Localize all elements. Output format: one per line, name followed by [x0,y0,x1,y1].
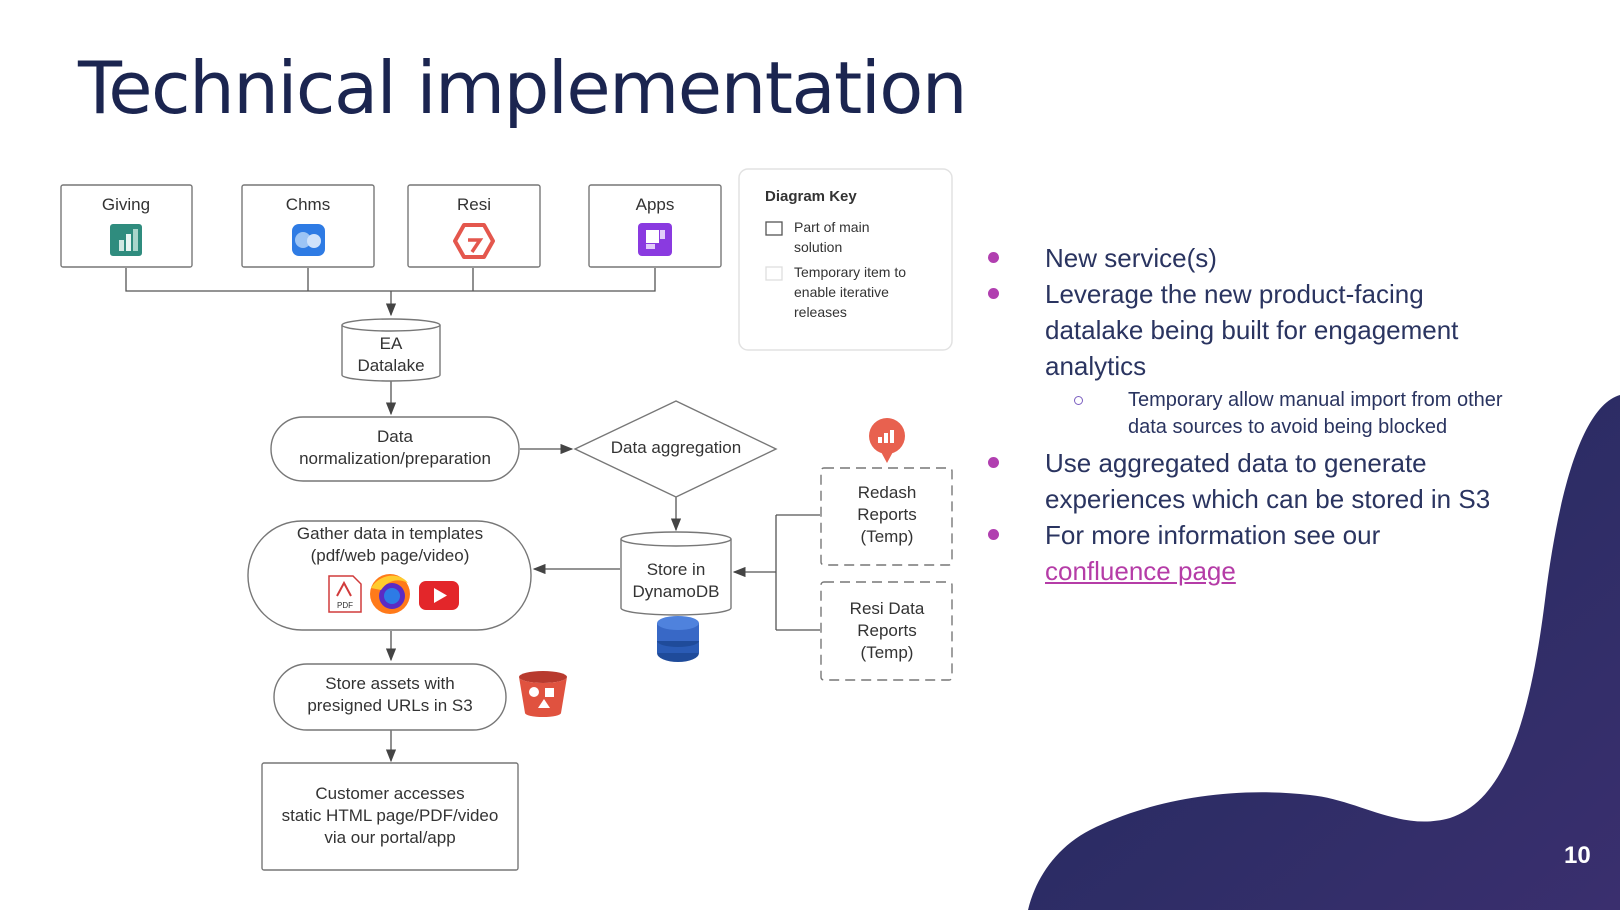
pdf-icon-label: PDF [337,601,353,610]
redash-reports-node: Redash Reports (Temp) [820,467,953,566]
ea-datalake-label-line2: Datalake [357,356,424,375]
redash-label-line2: Reports [857,505,917,524]
redash-label-line3: (Temp) [861,527,914,546]
normalization-node: Data normalization/preparation [270,416,520,482]
source-chms-label: Chms [286,195,330,214]
customer-access-node: Customer accesses static HTML page/PDF/v… [261,762,519,871]
bullet-text: For more information see our [1045,520,1381,550]
s3-storage-label-line1: Store assets with [325,674,454,693]
slide-title: Technical implementation [78,46,967,130]
normalization-label-line1: Data [377,427,413,446]
ea-datalake-node: EA Datalake [341,318,441,382]
bullet-text: Leverage the new product-facing datalake… [1045,279,1459,381]
source-apps: Apps [588,184,722,268]
customer-label-line2: static HTML page/PDF/video [282,806,499,825]
connectors [125,268,820,763]
key-temp-label-line1: Temporary item to [794,264,906,280]
templates-node: Gather data in templates (pdf/web page/v… [247,520,532,631]
bullet-item: New service(s) [988,240,1518,276]
key-temp-label-line3: releases [794,304,847,320]
resi-reports-node: Resi Data Reports (Temp) [820,581,953,681]
chms-logo-icon [292,224,325,256]
pdf-file-icon: PDF [328,575,362,613]
redash-label-line1: Redash [858,483,917,502]
diagram-key-title: Diagram Key [765,188,857,205]
firefox-browser-icon [370,574,410,614]
resi-reports-label-line3: (Temp) [861,643,914,662]
dynamodb-label-line2: DynamoDB [633,582,720,601]
templates-label-line1: Gather data in templates [297,524,483,543]
youtube-video-icon [419,581,459,610]
bullet-text: New service(s) [1045,243,1217,273]
source-giving-label: Giving [102,195,150,214]
key-temp-swatch [765,266,783,281]
source-resi: Resi [407,184,541,268]
ea-datalake-label-line1: EA [380,334,403,353]
resi-reports-label-line1: Resi Data [850,599,925,618]
page-number: 10 [1564,842,1591,869]
s3-bucket-icon [519,671,567,717]
customer-label-line3: via our portal/app [324,828,455,847]
confluence-page-link[interactable]: confluence page [1045,556,1236,586]
key-solid-swatch [765,221,783,236]
aggregation-node: Data aggregation [573,400,778,498]
dynamodb-label-line1: Store in [647,560,706,579]
source-giving: Giving [60,184,193,268]
bullet-item: For more information see our confluence p… [988,517,1518,589]
aggregation-label: Data aggregation [611,438,741,457]
source-resi-label: Resi [457,195,491,214]
templates-label-line2: (pdf/web page/video) [311,546,470,565]
sub-bullet-item: Temporary allow manual import from other… [988,387,1518,441]
giving-logo-icon [110,224,142,256]
resi-reports-label-line2: Reports [857,621,917,640]
diagram-key: Diagram Key Part of main solution Tempor… [738,168,953,351]
bullet-text: Use aggregated data to generate experien… [1045,448,1491,514]
dynamodb-logo-icon [657,616,699,662]
dynamodb-node: Store in DynamoDB [620,531,732,616]
apps-logo-icon [638,223,672,256]
key-solid-label-line2: solution [794,239,842,255]
s3-storage-label-line2: presigned URLs in S3 [307,696,472,715]
bullet-item: Use aggregated data to generate experien… [988,445,1518,517]
bullet-item: Leverage the new product-facing datalake… [988,276,1518,384]
redash-logo-icon [869,418,905,463]
source-chms: Chms [241,184,375,268]
s3-storage-node: Store assets with presigned URLs in S3 [273,663,507,731]
source-apps-label: Apps [636,195,675,214]
normalization-label-line2: normalization/preparation [299,449,491,468]
bullet-list: New service(s) Leverage the new product-… [988,240,1518,589]
key-temp-label-line2: enable iterative [794,284,889,300]
sub-bullet-text: Temporary allow manual import from other… [1128,389,1503,438]
resi-logo-icon [453,223,495,259]
key-solid-label-line1: Part of main [794,219,869,235]
customer-label-line1: Customer accesses [315,784,464,803]
